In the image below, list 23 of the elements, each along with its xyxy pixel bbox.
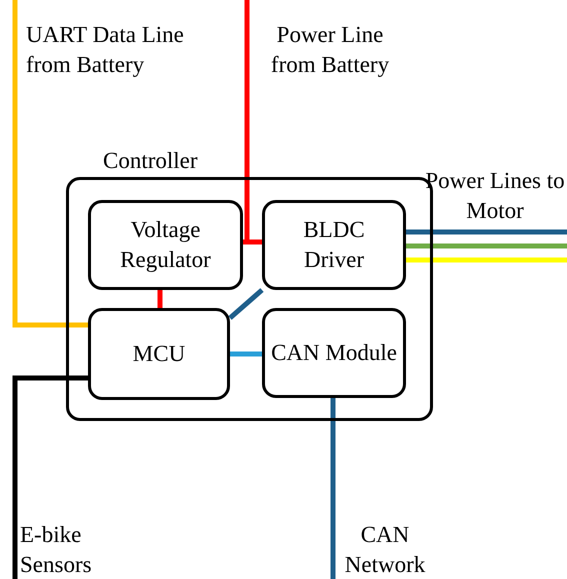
module-box <box>88 200 243 290</box>
line-label: CAN Network <box>344 521 426 579</box>
line-label: Power Line from Battery <box>270 21 390 79</box>
connector-line <box>228 288 264 320</box>
connector-line <box>12 376 88 579</box>
line-label: E-bike Sensors <box>20 521 93 579</box>
module-box <box>88 308 230 400</box>
module-box <box>262 308 406 398</box>
line-label: Power Lines to Motor <box>425 167 565 225</box>
connector-line <box>330 398 336 579</box>
group-heading: Controller <box>103 147 198 175</box>
module-label: Voltage Regulator <box>119 216 212 274</box>
module-label: BLDC Driver <box>302 216 366 274</box>
connector-line <box>12 0 88 328</box>
line-label: UART Data Line from Battery <box>26 21 185 79</box>
module-label: MCU <box>132 340 186 368</box>
connector-line <box>406 258 567 262</box>
connector-line <box>406 230 567 234</box>
connector-line <box>230 352 262 356</box>
module-box <box>262 200 406 290</box>
connector-line <box>158 290 162 308</box>
module-label: CAN Module <box>270 339 398 368</box>
connector-line <box>406 244 567 248</box>
